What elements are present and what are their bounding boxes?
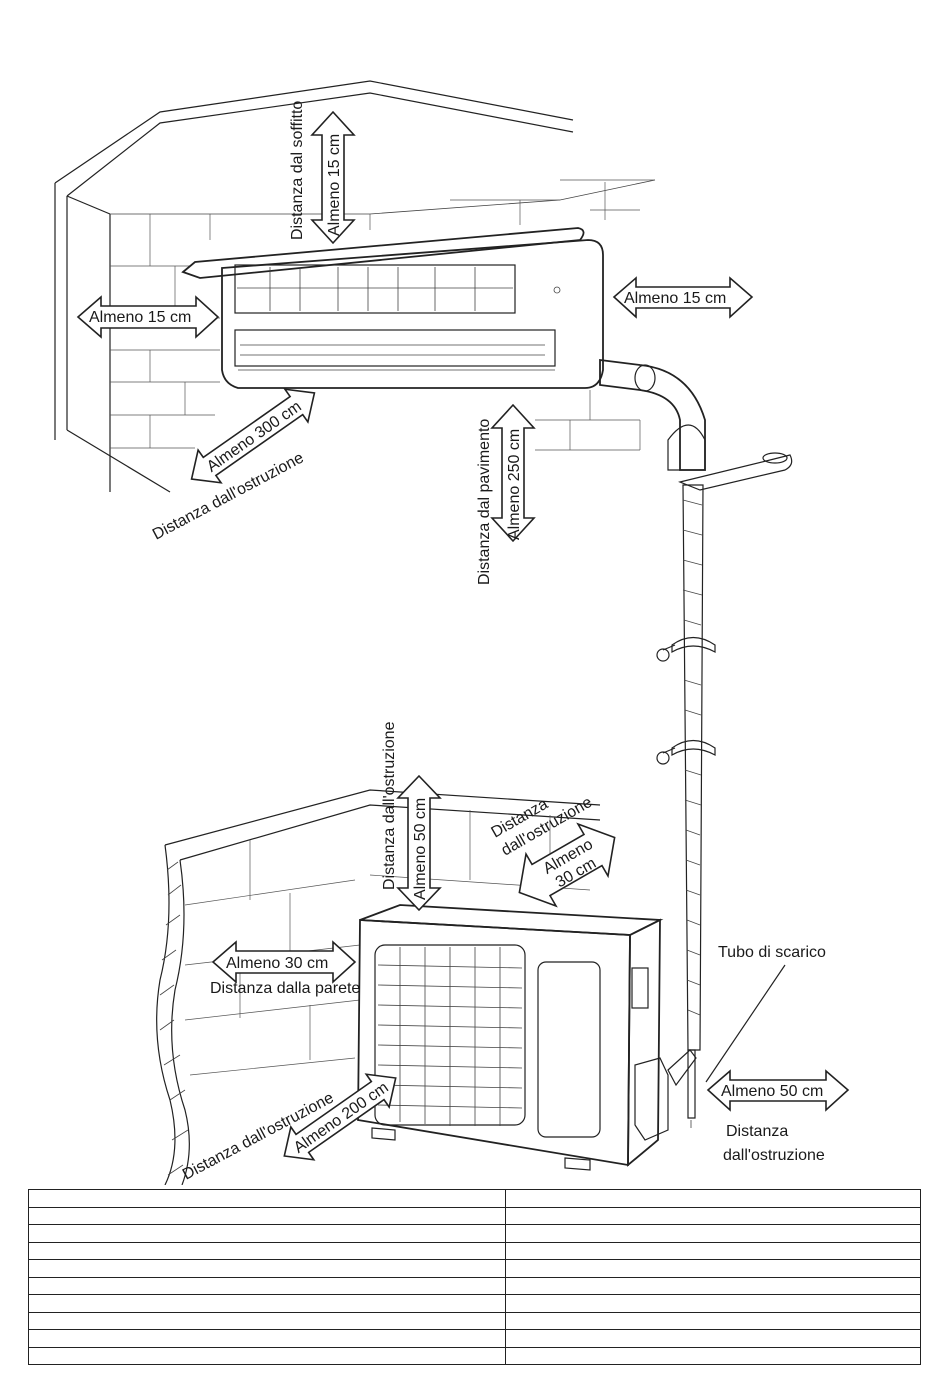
table-cell	[505, 1241, 921, 1260]
table-cell	[505, 1259, 921, 1278]
table-cell	[505, 1206, 921, 1225]
brick-pattern	[110, 179, 655, 451]
outdoor-right-min-label: Almeno 50 cm	[721, 1083, 823, 1100]
table-cell	[505, 1189, 921, 1208]
outdoor-wall-min-label: Almeno 30 cm	[226, 955, 328, 972]
floor-min-label: Almeno 250 cm	[506, 429, 523, 540]
ceiling-clearance-arrow: Almeno 15 cm	[310, 110, 356, 245]
table-row	[28, 1241, 921, 1260]
table-cell	[28, 1206, 506, 1225]
installation-clearance-diagram: Almeno 15 cm Distanza dal soffitto Almen…	[54, 80, 850, 1185]
left-clearance-arrow: Almeno 15 cm	[76, 295, 220, 339]
table-row	[28, 1346, 921, 1365]
outdoor-back-clearance-arrow: Almeno 30 cm	[518, 822, 616, 908]
outdoor-top-obstruction-label: Distanza dall'ostruzione	[381, 721, 398, 890]
outdoor-wall-clearance-arrow: Almeno 30 cm	[211, 940, 357, 984]
table-cell	[28, 1189, 506, 1208]
right-clearance-arrow: Almeno 15 cm	[612, 276, 754, 319]
floor-clearance-arrow: Almeno 250 cm	[490, 403, 536, 543]
drain-pipe-pointer	[705, 964, 786, 1083]
outdoor-wall	[156, 789, 601, 1185]
table-cell	[505, 1294, 921, 1313]
screw-icon	[656, 747, 676, 765]
outdoor-right-obstruction-label-1: Distanza	[726, 1123, 788, 1140]
table-row	[28, 1311, 921, 1330]
table-cell	[505, 1346, 921, 1365]
table-cell	[28, 1346, 506, 1365]
outdoor-brick-pattern	[184, 810, 591, 1076]
outdoor-top-clearance-arrow: Almeno 50 cm	[396, 774, 442, 912]
table-row	[28, 1206, 921, 1225]
fan-grille-lines	[377, 947, 523, 1126]
table-row	[28, 1294, 921, 1313]
table-cell	[28, 1276, 506, 1295]
filter-grid	[237, 267, 513, 311]
table-cell	[28, 1224, 506, 1243]
table-cell	[28, 1294, 506, 1313]
table-cell	[28, 1259, 506, 1278]
right-min-label: Almeno 15 cm	[624, 290, 726, 307]
table-cell	[505, 1311, 921, 1330]
table-cell	[505, 1276, 921, 1295]
outdoor-unit	[357, 904, 697, 1171]
wall-hatching	[159, 861, 189, 1176]
table-cell	[505, 1224, 921, 1243]
table-row	[28, 1259, 921, 1278]
table-cell	[28, 1241, 506, 1260]
outdoor-right-clearance-arrow: Almeno 50 cm	[706, 1069, 850, 1112]
outdoor-wall-distance-label: Distanza dalla parete	[210, 980, 360, 997]
floor-distance-label: Distanza dal pavimento	[476, 419, 493, 585]
left-min-label: Almeno 15 cm	[89, 309, 191, 326]
table-cell	[28, 1311, 506, 1330]
ceiling-min-label: Almeno 15 cm	[326, 134, 343, 236]
table-row	[28, 1329, 921, 1348]
table-row	[28, 1224, 921, 1243]
outdoor-top-min-label: Almeno 50 cm	[412, 798, 429, 900]
screw-icon	[656, 644, 676, 662]
drain-pipe-label: Tubo di scarico	[718, 944, 826, 961]
ceiling-distance-label: Distanza dal soffitto	[289, 101, 306, 240]
empty-spec-table	[28, 1189, 921, 1365]
table-cell	[505, 1329, 921, 1348]
indoor-room-walls	[54, 80, 656, 493]
drain-pipe	[656, 484, 716, 1128]
pipe-wrap-stripes	[682, 499, 703, 1016]
table-cell	[28, 1329, 506, 1348]
indoor-unit	[181, 227, 793, 491]
table-row	[28, 1189, 921, 1208]
table-row	[28, 1276, 921, 1295]
outdoor-right-obstruction-label-2: dall'ostruzione	[723, 1147, 825, 1164]
